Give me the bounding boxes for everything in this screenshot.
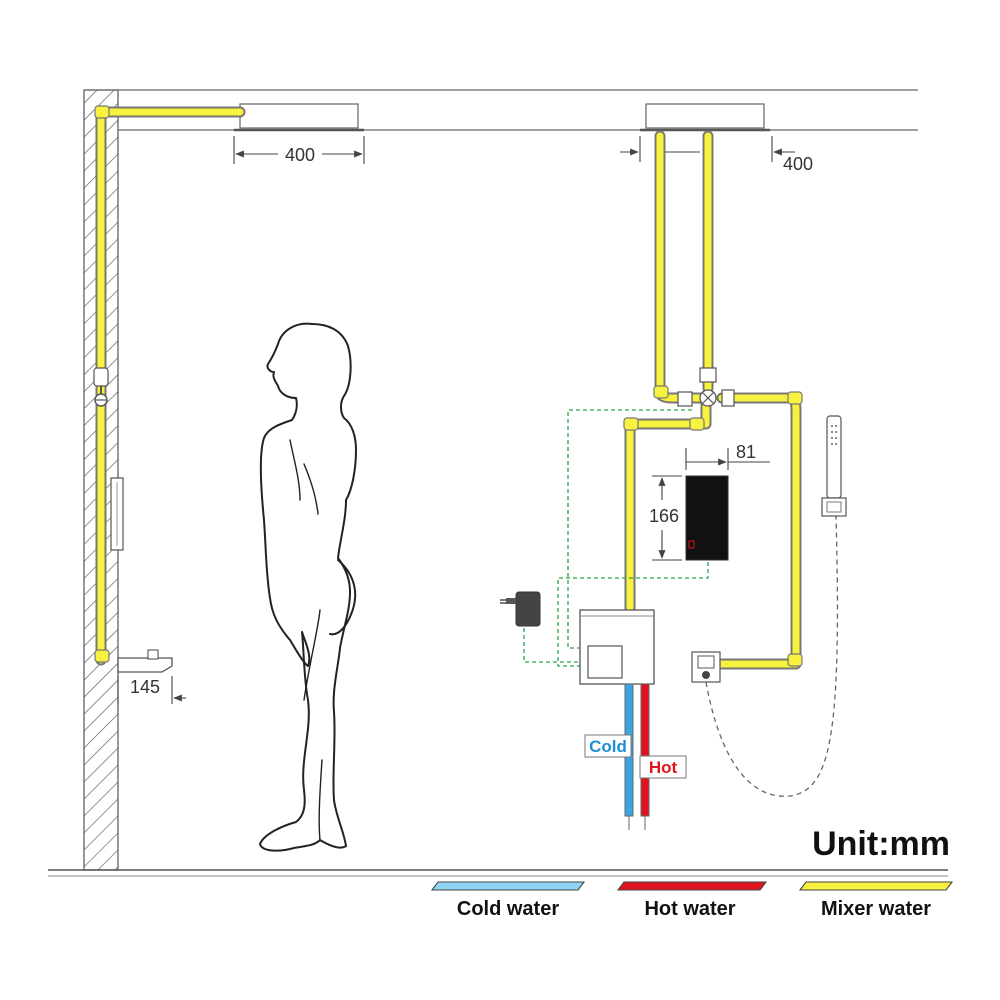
- power-adapter: [500, 591, 541, 627]
- human-figure: [259, 322, 357, 852]
- legend-item-hot: Hot water: [616, 881, 768, 920]
- cold-tag: Cold: [584, 734, 632, 758]
- dimension-label-spout: 145: [130, 677, 160, 697]
- legend-item-cold: Cold water: [430, 881, 586, 920]
- dimension-panel-height: [652, 475, 682, 561]
- wall-spout: [117, 649, 173, 673]
- dimension-label-panel-height: 166: [649, 506, 679, 526]
- dimension-right-head: [620, 136, 795, 162]
- hot-tag: Hot: [639, 755, 687, 779]
- legend: Cold water Hot water Mixer water: [430, 881, 954, 920]
- mixer-water-pipes: [94, 105, 803, 670]
- left-rain-shower-head: [234, 103, 364, 132]
- right-rain-shower-head: [640, 103, 770, 132]
- hand-shower: [821, 415, 847, 517]
- digital-control-panel: [685, 475, 729, 561]
- dimension-left-head: [233, 136, 365, 164]
- building-structure: [48, 89, 948, 877]
- cold-tag-label: Cold: [589, 737, 627, 756]
- legend-label-mixer: Mixer water: [821, 898, 931, 920]
- legend-label-cold: Cold water: [457, 898, 559, 920]
- wall-diverter-valve: [93, 367, 109, 407]
- dimension-label-left-head: 400: [285, 145, 315, 165]
- unit-label: Unit:mm: [812, 825, 950, 863]
- hot-water-pipe: [640, 683, 650, 817]
- control-wiring: [523, 409, 709, 667]
- dimension-label-right-head: 400: [783, 154, 813, 174]
- dimension-label-panel-width: 81: [736, 442, 756, 462]
- dimension-spout: [117, 676, 186, 704]
- hand-shower-outlet: [691, 651, 721, 683]
- legend-item-mixer: Mixer water: [798, 881, 954, 920]
- dimension-panel-width: [685, 448, 770, 470]
- hot-tag-label: Hot: [649, 758, 678, 777]
- mixer-pipe-fill: [97, 108, 800, 668]
- thermostatic-cross-valve: [677, 367, 735, 407]
- control-box: [579, 609, 655, 685]
- wall-handle-bar: [110, 477, 124, 551]
- legend-label-hot: Hot water: [644, 898, 735, 920]
